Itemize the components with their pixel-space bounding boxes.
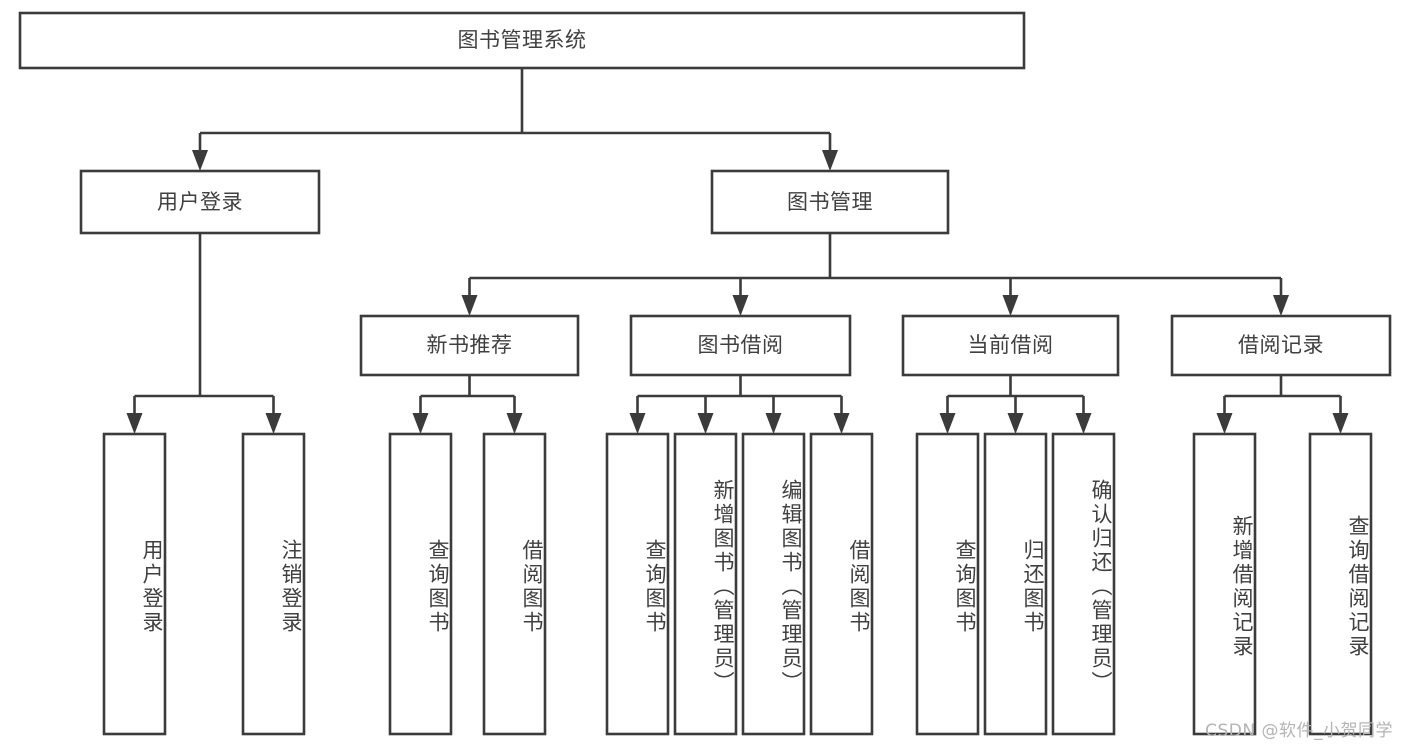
node-box-leaf-confirm-return[interactable] — [1051, 432, 1116, 736]
arrow-head-borrow-record-0 — [1216, 413, 1233, 434]
node-box-root[interactable] — [18, 11, 1026, 70]
boxes-layer — [18, 11, 1392, 736]
arrow-head-current-borrow-1 — [1007, 413, 1024, 434]
node-box-leaf-borrow-book-recommend[interactable] — [482, 432, 547, 736]
arrow-head-book-borrow-1 — [697, 413, 714, 434]
arrow-head-user-login-0 — [126, 413, 143, 434]
arrow-head-root-0 — [192, 150, 208, 171]
node-box-borrow-record[interactable] — [1170, 314, 1392, 377]
node-box-user-login[interactable] — [79, 169, 321, 235]
arrow-head-borrow-record-1 — [1332, 413, 1349, 434]
arrow-head-book-management-2 — [1002, 295, 1019, 316]
arrow-head-book-management-1 — [732, 295, 749, 316]
node-box-leaf-borrow-book[interactable] — [809, 432, 874, 736]
node-box-leaf-query-book-current[interactable] — [915, 432, 980, 736]
node-box-leaf-query-book-recommend[interactable] — [388, 432, 453, 736]
node-box-leaf-add-book[interactable] — [673, 432, 738, 736]
arrow-head-book-management-3 — [1273, 295, 1289, 316]
node-box-leaf-add-record[interactable] — [1192, 432, 1257, 736]
arrow-head-new-book-recommend-0 — [412, 413, 429, 434]
arrow-head-book-borrow-0 — [629, 413, 646, 434]
connectors-layer — [126, 68, 1349, 434]
node-box-current-borrow[interactable] — [901, 314, 1120, 377]
arrow-head-book-borrow-3 — [833, 413, 850, 434]
arrow-head-root-1 — [822, 150, 838, 171]
arrow-head-current-borrow-2 — [1075, 413, 1092, 434]
node-box-leaf-return-book[interactable] — [983, 432, 1048, 736]
node-box-leaf-edit-book[interactable] — [741, 432, 806, 736]
node-box-new-book-recommend[interactable] — [359, 314, 580, 377]
node-box-book-borrow[interactable] — [629, 314, 852, 377]
node-box-book-management[interactable] — [710, 169, 950, 235]
arrow-head-book-management-0 — [461, 295, 478, 316]
arrow-head-user-login-1 — [265, 413, 282, 434]
node-box-leaf-query-record[interactable] — [1308, 432, 1373, 736]
node-box-leaf-user-login[interactable] — [102, 432, 167, 736]
arrow-head-current-borrow-0 — [939, 413, 956, 434]
arrow-head-book-borrow-2 — [765, 413, 782, 434]
node-box-leaf-query-book-borrow[interactable] — [605, 432, 670, 736]
node-box-leaf-logout[interactable] — [241, 432, 306, 736]
arrow-head-new-book-recommend-1 — [506, 413, 523, 434]
csdn-watermark: CSDN @软件_小贺同学 — [1205, 721, 1393, 741]
